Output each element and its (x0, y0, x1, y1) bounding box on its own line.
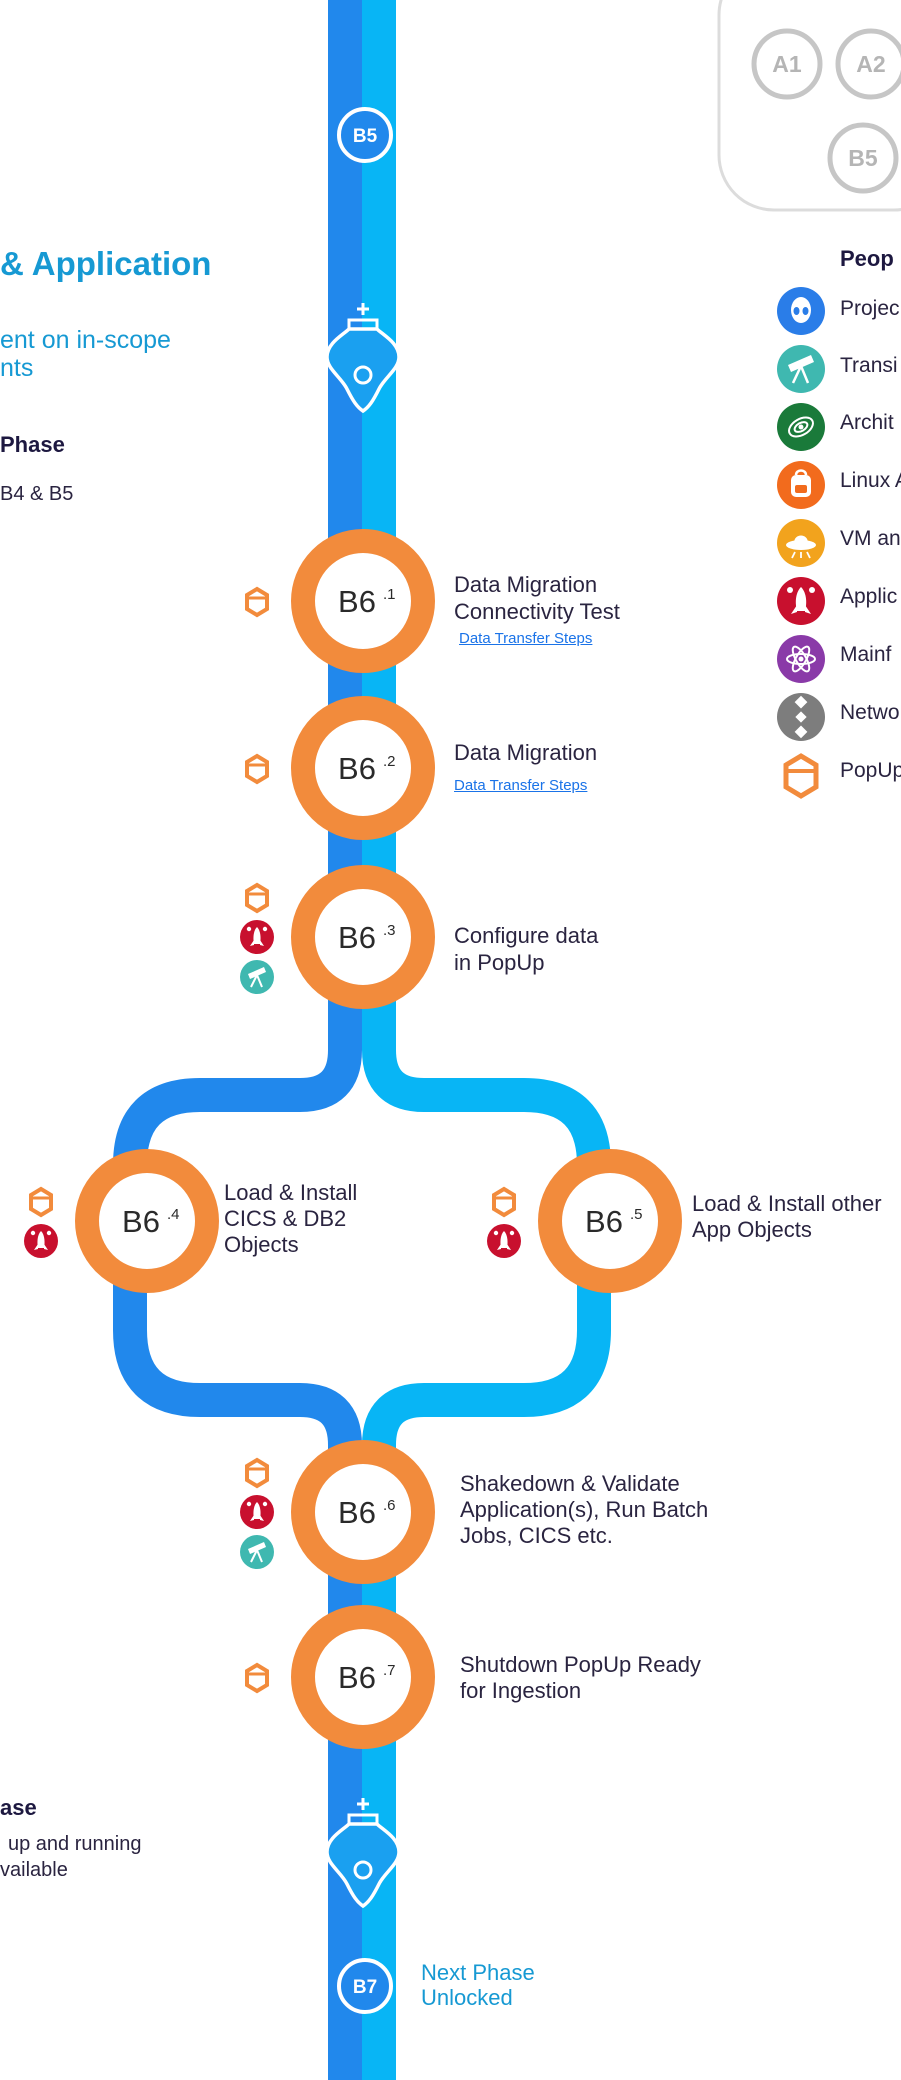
step-b6-6-rocket-icon (240, 1495, 274, 1529)
step-b6-1-link[interactable]: Data Transfer Steps (459, 630, 593, 647)
step-b6-3-popup-hexagon-icon (245, 883, 269, 913)
svg-text:A1: A1 (772, 51, 802, 77)
step-b6-7-superscript: .7 (383, 1662, 396, 1679)
step-b6-5-rocket-icon (487, 1224, 521, 1258)
milestone-b5-label: B5 (353, 126, 378, 147)
section-subtitle-line1: ent on in-scope (0, 326, 171, 354)
badge-a2: A2 (835, 28, 901, 100)
step-b6-5-superscript: .5 (630, 1206, 643, 1223)
legend-item-label: Mainf (840, 643, 892, 666)
legend-atom-icon (776, 634, 826, 684)
exit-phase-title: ase (0, 1795, 37, 1820)
legend-telescope-icon (775, 343, 827, 395)
next-phase-line1: Next Phase (421, 1960, 535, 1985)
step-b6-4-label-line3: Objects (224, 1232, 299, 1257)
exit-phase-text-line2: vailable (0, 1859, 68, 1881)
legend-ufo-icon (776, 518, 826, 568)
exit-phase-text-line1: up and running (8, 1833, 142, 1855)
step-b6-5-popup-hexagon-icon (492, 1187, 516, 1217)
step-b6-5-label-line1: Load & Install other (692, 1191, 882, 1216)
legend-item-label: Linux A (840, 469, 901, 492)
legend-item-label: Archit (840, 411, 894, 434)
legend-popup-hexagon-icon (777, 751, 825, 799)
step-b6-2-label-line1: Data Migration (454, 740, 598, 765)
legend-title: Peop (840, 246, 894, 271)
step-b6-2-superscript: .2 (383, 753, 396, 770)
step-b6-3-rocket-icon (240, 920, 274, 954)
step-b6-5-label-line2: App Objects (692, 1217, 812, 1242)
badge-a1: A1 (751, 28, 823, 100)
step-b6-7-popup-hexagon-icon (245, 1663, 269, 1693)
step-b6-4-label-line1: Load & Install (224, 1180, 358, 1205)
step-b6-6-telescope-icon (239, 1534, 275, 1570)
legend-alien-icon (777, 287, 825, 335)
milestone-b5: B5 (337, 107, 393, 163)
step-b6-1-number: B6 (338, 584, 376, 619)
legend-item-label: Projec (840, 297, 900, 320)
prereq-phase-title: Phase (0, 432, 65, 457)
step-b6-4-rocket-icon (24, 1224, 58, 1258)
step-b6-6-superscript: .6 (383, 1497, 396, 1514)
step-b6-1-superscript: .1 (383, 586, 396, 603)
step-b6-6-number: B6 (338, 1495, 376, 1530)
section-subtitle-line2: nts (0, 354, 34, 382)
step-b6-5-number: B6 (585, 1204, 623, 1239)
legend-galaxy-icon (776, 402, 826, 452)
legend-backpack-icon (775, 459, 827, 511)
step-b6-7: B6 .7 (291, 1605, 435, 1749)
badge-b5: B5 (827, 122, 899, 194)
step-b6-7-label-line1: Shutdown PopUp Ready (460, 1652, 701, 1677)
step-b6-4: B6 .4 (75, 1149, 219, 1293)
prereq-phase-text: B4 & B5 (0, 483, 74, 505)
legend-satellite-icon (777, 693, 825, 741)
milestone-b7-label: B7 (353, 1977, 377, 1998)
step-b6-5: B6 .5 (538, 1149, 682, 1293)
step-b6-3-label-line1: Configure data (454, 923, 599, 948)
step-b6-6-label-line2: Application(s), Run Batch (460, 1497, 709, 1522)
step-b6-2: B6 .2 (291, 696, 435, 840)
step-b6-3-label-line2: in PopUp (454, 950, 545, 975)
step-b6-2-popup-hexagon-icon (245, 754, 269, 784)
next-phase-line2: Unlocked (421, 1985, 513, 2010)
step-b6-4-number: B6 (122, 1204, 160, 1239)
step-b6-7-number: B6 (338, 1660, 376, 1695)
step-b6-1: B6 .1 (291, 529, 435, 673)
step-b6-3-number: B6 (338, 920, 376, 955)
milestone-b7: B7 (337, 1958, 393, 2014)
section-heading: & Application (0, 245, 212, 282)
step-b6-6-label-line3: Jobs, CICS etc. (460, 1523, 613, 1548)
legend-item-label: VM an (840, 527, 901, 550)
step-b6-1-label-line1: Data Migration (454, 572, 598, 597)
legend-item-label: Transi (840, 354, 898, 377)
step-b6-4-popup-hexagon-icon (29, 1187, 53, 1217)
step-b6-2-number: B6 (338, 751, 376, 786)
step-b6-6: B6 .6 (291, 1440, 435, 1584)
step-b6-2-link[interactable]: Data Transfer Steps (454, 777, 588, 794)
step-b6-1-popup-hexagon-icon (245, 587, 269, 617)
step-b6-3-telescope-icon (239, 959, 275, 995)
step-b6-6-popup-hexagon-icon (245, 1458, 269, 1488)
legend-item-label: Applic (840, 585, 898, 608)
step-b6-6-label-line1: Shakedown & Validate (460, 1471, 680, 1496)
step-b6-7-label-line2: for Ingestion (460, 1678, 582, 1703)
step-b6-3: B6 .3 (291, 865, 435, 1009)
legend-rocket-icon (777, 577, 825, 625)
legend-item-label: PopUp (840, 759, 901, 782)
step-b6-3-superscript: .3 (383, 922, 396, 939)
svg-text:B5: B5 (848, 145, 878, 171)
svg-text:A2: A2 (856, 51, 885, 77)
step-b6-1-label-line2: Connectivity Test (454, 599, 620, 624)
step-b6-4-label-line2: CICS & DB2 (224, 1206, 347, 1231)
step-b6-4-superscript: .4 (167, 1206, 180, 1223)
legend-item-label: Netwo (840, 701, 900, 724)
